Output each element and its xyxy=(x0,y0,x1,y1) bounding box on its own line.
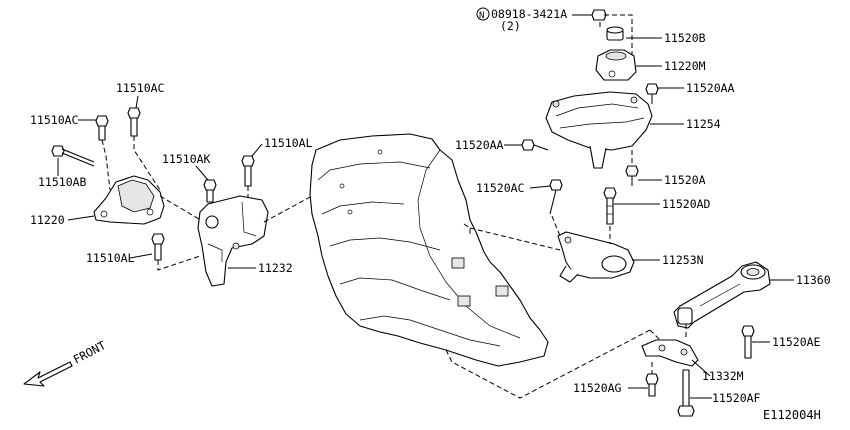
callout-11510AL-right: 11510AL xyxy=(264,136,313,150)
bolt-11510AC-left xyxy=(95,115,109,141)
callout-11254: 11254 xyxy=(686,117,721,131)
bracket-11253N xyxy=(557,231,635,283)
callout-11332M: 11332M xyxy=(702,369,744,383)
nut-08918 xyxy=(591,9,607,21)
callout-11520AD: 11520AD xyxy=(662,197,711,211)
bushing-11520B xyxy=(606,26,624,41)
callout-11520B: 11520B xyxy=(664,31,706,45)
bolt-11520A xyxy=(625,165,639,186)
callout-11510AK: 11510AK xyxy=(162,152,211,166)
callout-11520AF: 11520AF xyxy=(712,391,761,405)
circled-n-symbol: N xyxy=(476,7,490,21)
callout-11220: 11220 xyxy=(30,213,65,227)
bolt-11510AB xyxy=(51,145,95,167)
callout-11220M: 11220M xyxy=(664,59,706,73)
engine-block xyxy=(309,133,549,367)
callout-11520A: 11520A xyxy=(664,173,706,187)
front-arrow-icon xyxy=(23,361,73,387)
bolt-11520AF xyxy=(677,369,695,417)
callout-11520AA-left: 11520AA xyxy=(455,138,504,152)
callout-11253N: 11253N xyxy=(662,253,704,267)
callout-11510AL-bottom: 11510AL xyxy=(86,251,135,265)
callout-11510AC-left: 11510AC xyxy=(30,113,79,127)
stud-11520AD xyxy=(603,187,617,225)
insulator-11220 xyxy=(93,175,165,225)
bolt-11510AC-top xyxy=(127,107,141,137)
svg-text:N: N xyxy=(479,11,484,21)
bolt-11520AA-right xyxy=(645,83,659,104)
insulator-11220M xyxy=(595,49,637,81)
bracket-11232 xyxy=(197,195,269,287)
bolt-11520AG xyxy=(645,373,659,397)
front-label: FRONT xyxy=(71,338,108,367)
callout-11520AA-right: 11520AA xyxy=(686,81,735,95)
diagram-code: E112004H xyxy=(763,408,821,422)
bolt-11510AL-bottom xyxy=(151,233,165,261)
callout-11232: 11232 xyxy=(258,261,293,275)
callout-08918-qty: (2) xyxy=(500,19,521,33)
callout-11520AC-right: 11520AC xyxy=(476,181,525,195)
callout-11360: 11360 xyxy=(796,273,831,287)
bracket-11254 xyxy=(545,91,653,169)
bolt-11510AL-right xyxy=(241,155,255,187)
callout-11520AG: 11520AG xyxy=(573,381,622,395)
bolt-11520AC-right xyxy=(549,179,563,215)
bolt-11520AE xyxy=(741,325,755,359)
bracket-11332M xyxy=(641,339,699,367)
callout-11520AE: 11520AE xyxy=(772,335,821,349)
callout-11510AC-top: 11510AC xyxy=(116,81,165,95)
bolt-11520AA-left xyxy=(521,139,549,151)
bolt-11510AK xyxy=(203,179,217,203)
callout-08918-3421A: 08918-3421A xyxy=(491,7,567,21)
torque-rod-11360 xyxy=(673,261,771,329)
callout-11510AB: 11510AB xyxy=(38,175,87,189)
